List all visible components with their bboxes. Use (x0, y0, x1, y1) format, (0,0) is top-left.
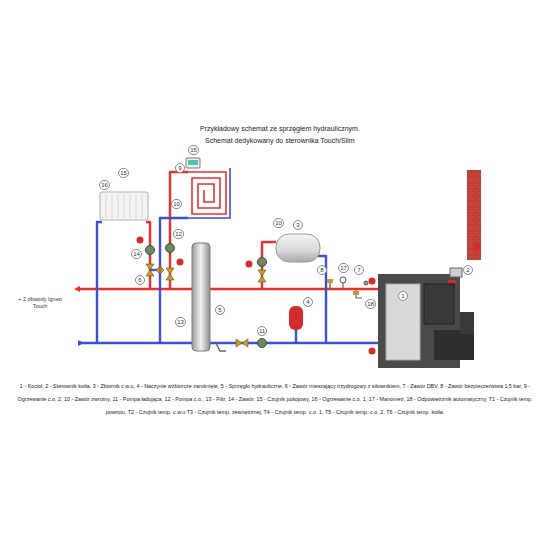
flow-arrow (74, 286, 80, 292)
callout-number: 11 (257, 326, 267, 336)
supply-pipe (146, 222, 150, 289)
callout-number: 10 (171, 199, 182, 209)
callout-number: 9 (175, 163, 185, 173)
callout-number: 7 (354, 265, 364, 275)
callout-number: 5 (215, 305, 225, 315)
legend-caption: 1 - Kocioł, 2 - Sterownik kotła, 3 - Zbi… (8, 380, 542, 419)
return-pipe (97, 222, 102, 343)
callout-number: 8 (317, 265, 327, 275)
diagram-title: Przykładowy schemat ze sprzęgłem hydraul… (200, 125, 360, 132)
callout-number: 14 (131, 249, 142, 259)
floor-heating-coil (188, 168, 230, 218)
return-pipe (295, 330, 297, 343)
return-pipe (318, 256, 326, 343)
temp-sensor (137, 237, 481, 355)
boiler (378, 268, 474, 368)
callout-number: 2 (463, 265, 473, 275)
callout-number: 10 (273, 218, 284, 228)
callout-number: 3 (293, 220, 303, 230)
expansion-vessel (289, 306, 303, 330)
callout-number: 16 (99, 180, 110, 190)
callout-number: 1 (398, 291, 408, 301)
callout-number: 18 (365, 299, 376, 309)
hot-water-tank (276, 234, 320, 262)
return-pipe (210, 342, 378, 344)
boiler-fittings (327, 277, 368, 298)
supply-pipe (210, 288, 378, 290)
callout-number: 4 (303, 297, 313, 307)
return-pipe (160, 218, 188, 343)
diagram-subtitle: Schemat dedykowany do sterownika Touch/S… (205, 137, 355, 144)
return-pipe (78, 342, 192, 344)
hydraulic-coupler (192, 243, 210, 351)
room-sensor-panel (186, 158, 200, 168)
supply-pipe (78, 288, 192, 290)
supply-pipe (170, 172, 188, 289)
callout-number: 6 (135, 275, 145, 285)
flow-arrow (78, 340, 84, 346)
circuit-note: + 2 obwody Igneo Touch (15, 296, 65, 310)
callout-number: 15 (118, 168, 129, 178)
callout-number: 13 (175, 317, 186, 327)
chimney-wall (467, 170, 481, 260)
radiator (100, 192, 148, 220)
valve-symbol (146, 264, 266, 347)
filter-symbol (216, 343, 226, 351)
callout-number: 17 (338, 263, 349, 273)
callout-number: 15 (188, 145, 199, 155)
pump-symbol (146, 244, 267, 348)
callout-number: 12 (173, 229, 184, 239)
